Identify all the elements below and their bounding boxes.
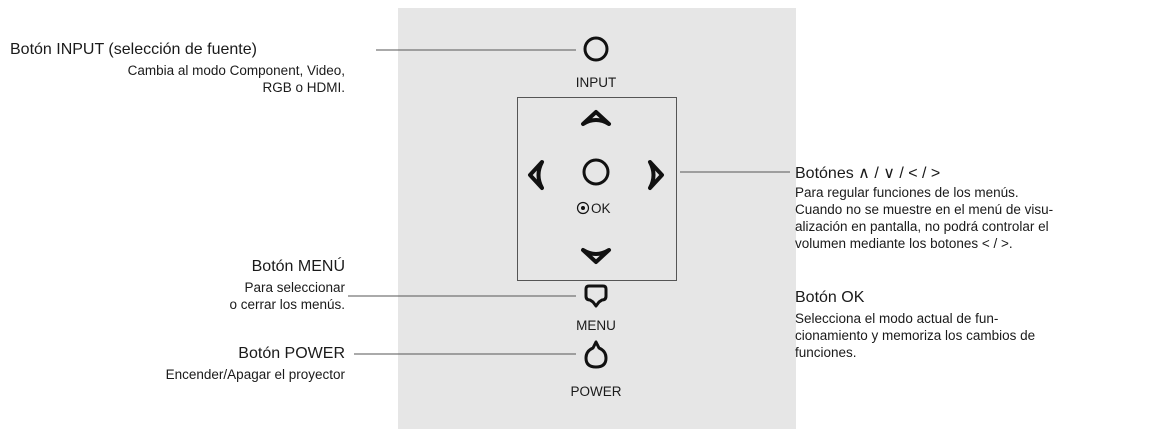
chevron-up-icon [581, 110, 611, 126]
power-callout-line-1: Encender/Apagar el proyector [165, 367, 345, 382]
input-callout-title: Botón INPUT (selección de fuente) [10, 41, 257, 58]
ok-callout-line-1: Selecciona el modo actual de fun- [795, 311, 999, 326]
arrows-callout-line-2: Cuando no se muestre en el menú de visu- [795, 202, 1054, 217]
chevron-left-icon [528, 160, 544, 190]
power-callout-title: Botón POWER [238, 345, 345, 362]
input-callout-line-1: Cambia al modo Component, Video, [127, 63, 345, 78]
remote-panel [398, 8, 796, 429]
ok-callout-line-2: cionamiento y memoriza los cambios de [795, 328, 1036, 343]
chevron-right-icon [648, 160, 664, 190]
dot-circle-center [581, 206, 585, 210]
ok-button-icon [582, 158, 610, 186]
navigation-pad-frame [517, 97, 677, 281]
dot-circle-icon [576, 201, 590, 215]
menu-callout-title: Botón MENÚ [251, 258, 345, 275]
input-button-label: INPUT [575, 75, 617, 90]
menu-button-icon [584, 284, 608, 308]
menu-callout-line-1: Para seleccionar [244, 280, 345, 295]
arrows-callout-line-1: Para regular funciones de los menús. [795, 185, 1019, 200]
input-button-icon [583, 36, 609, 62]
ok-callout-line-3: funciones. [795, 345, 857, 360]
chevron-down-icon [581, 248, 611, 264]
input-callout-line-2: RGB o HDMI. [262, 80, 345, 95]
arrows-callout-title: Botónes ∧ / ∨ / < / > [795, 165, 941, 182]
ok-callout-title: Botón OK [795, 289, 865, 306]
ok-button-label: OK [591, 201, 611, 216]
power-button-label: POWER [570, 384, 622, 399]
arrows-callout-line-3: alización en pantalla, no podrá controla… [795, 219, 1049, 234]
arrows-callout-line-4: volumen mediante los botones < / >. [795, 236, 1013, 251]
power-button-icon [584, 340, 608, 369]
menu-callout-line-2: o cerrar los menús. [229, 297, 345, 312]
menu-button-label: MENU [576, 318, 616, 333]
